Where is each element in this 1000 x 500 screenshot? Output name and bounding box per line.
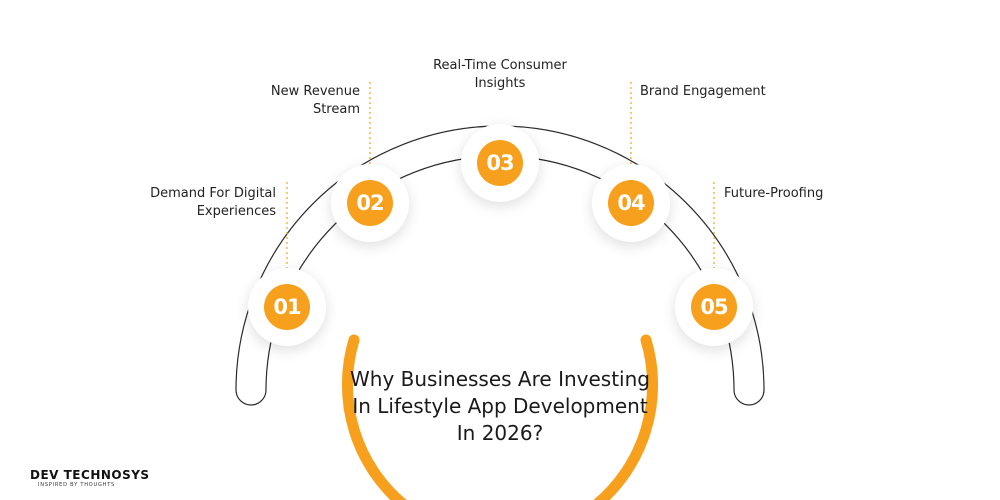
step-label-04: Brand Engagement: [640, 84, 766, 99]
step-number-03: 03: [477, 140, 523, 186]
step-label-03: Real-Time Consumer Insights: [433, 58, 567, 91]
orange-ring-right: [593, 334, 658, 500]
brand-tagline: INSPIRED BY THOUGHTS: [38, 482, 116, 488]
step-badge-04: 04: [592, 164, 670, 242]
arch-left-cap: [235, 389, 267, 406]
brand-name: DEV TECHNOSYS: [30, 468, 150, 482]
step-badge-03: 03: [461, 124, 539, 202]
step-badge-01: 01: [248, 268, 326, 346]
step-number-05: 05: [691, 284, 737, 330]
step-label-01: Demand For Digital Experiences: [150, 186, 276, 219]
orange-ring: [342, 334, 407, 500]
step-badge-05: 05: [675, 268, 753, 346]
step-badge-02: 02: [331, 164, 409, 242]
step-label-05: Future-Proofing: [724, 186, 824, 201]
brand-logo: DEV TECHNOSYS INSPIRED BY THOUGHTS: [30, 468, 150, 492]
step-number-04: 04: [608, 180, 654, 226]
center-title: Why Businesses Are Investing In Lifestyl…: [350, 367, 650, 445]
step-number-01: 01: [264, 284, 310, 330]
step-number-02: 02: [347, 180, 393, 226]
step-label-02: New Revenue Stream: [270, 84, 360, 117]
